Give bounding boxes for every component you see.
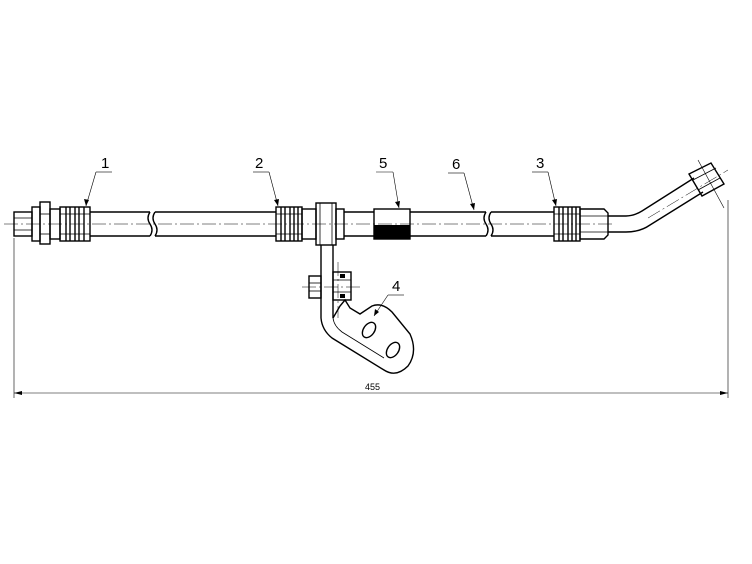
right-end-fitting <box>579 208 609 240</box>
leader-5 <box>376 171 400 209</box>
overall-dimension <box>13 200 729 398</box>
hose-section-b <box>344 211 374 237</box>
overall-length-value: 455 <box>365 382 380 392</box>
ferrule-1 <box>59 206 91 242</box>
leader-2 <box>253 171 279 207</box>
part-label-2: 2 <box>255 155 263 172</box>
part-label-6: 6 <box>452 156 460 173</box>
hose-section-c <box>410 211 554 237</box>
part-label-5: 5 <box>379 155 387 172</box>
ferrule-2 <box>275 206 303 242</box>
leader-4 <box>373 294 404 317</box>
bracket-boss <box>301 202 345 246</box>
bracket <box>302 245 415 374</box>
part-label-3: 3 <box>536 155 544 172</box>
part-label-1: 1 <box>101 155 109 172</box>
left-end-fitting <box>13 201 61 245</box>
leader-1 <box>84 171 112 207</box>
hose-section-a <box>90 211 276 237</box>
leader-6 <box>448 172 475 211</box>
marking-band <box>373 208 411 240</box>
leader-3 <box>532 171 557 207</box>
part-label-4: 4 <box>392 278 400 295</box>
bent-tube <box>608 159 729 233</box>
